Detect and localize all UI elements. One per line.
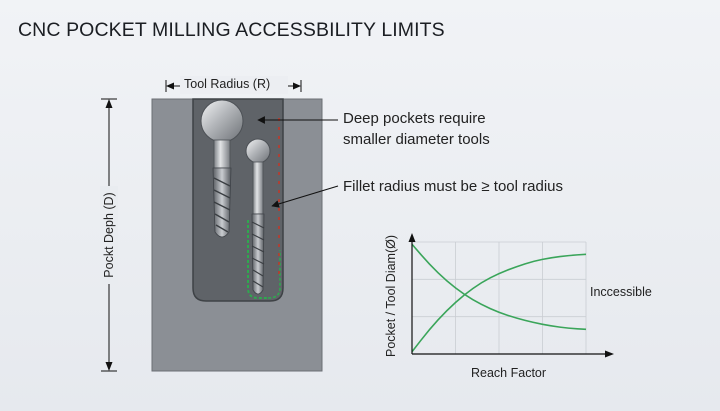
pocket-depth-dimension [100, 98, 118, 372]
chart-x-axis-arrow [605, 350, 614, 358]
chart-y-axis-arrow [408, 233, 416, 242]
callout-deep-pockets-line-1: Deep pockets require [343, 110, 486, 127]
chart-series-increasing [411, 253, 587, 353]
chart-series-decreasing [411, 243, 587, 331]
chart-annotation-inaccessible: Inccessible [590, 285, 652, 299]
tool-radius-dimension [165, 76, 302, 94]
chart-y-label: Pocket / Tool Diam(Ø) [384, 234, 398, 358]
small-tool [245, 138, 271, 295]
chart-x-label: Reach Factor [471, 366, 547, 380]
callout-leader-2 [271, 185, 339, 208]
fillet-highlight-green [247, 220, 268, 299]
pocket-depth-label: Pockt Deph (D) [102, 192, 116, 278]
fillet-highlight-green-right [267, 250, 281, 299]
callout-fillet-radius: Fillet radius must be ≥ tool radius [343, 178, 563, 195]
large-tool [200, 99, 244, 238]
chart-series [411, 243, 587, 353]
page-title: CNC POCKET MILLING ACCESSBILITY LIMITS [18, 19, 445, 41]
callout-deep-pockets-line-2: smaller diameter tools [343, 131, 490, 148]
tool-radius-label: Tool Radius (R) [184, 77, 271, 91]
chart-grid [412, 241, 587, 354]
reach-chart [408, 233, 614, 358]
